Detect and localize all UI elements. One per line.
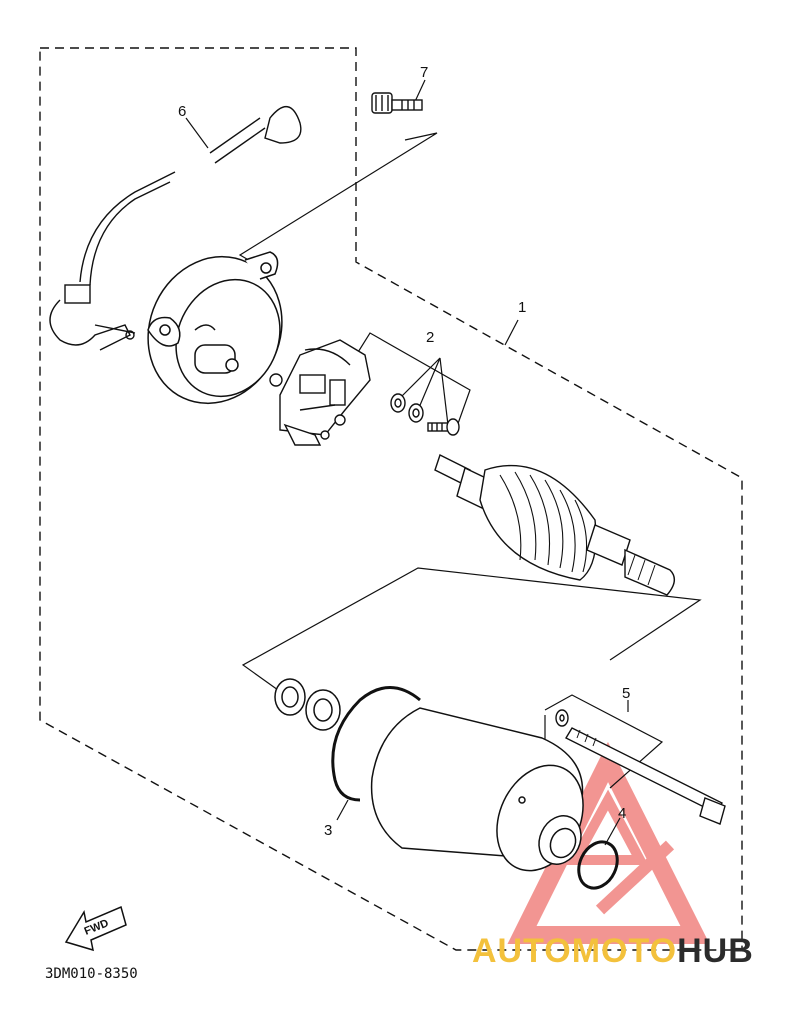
- drawing-code: 3DM010-8350: [45, 966, 138, 982]
- through-bolt-part-5: [555, 709, 726, 825]
- callout-6: 6: [178, 103, 186, 120]
- callout-2: 2: [426, 329, 434, 346]
- lead-wire-part-6: [49, 106, 302, 351]
- brush-holder-hardware: [390, 393, 460, 436]
- shim-washers: [274, 678, 341, 731]
- o-ring-part-3: [331, 686, 421, 802]
- callout-7: 7: [420, 64, 428, 81]
- fwd-arrow-icon: [64, 905, 127, 952]
- callout-3: 3: [324, 822, 332, 839]
- callout-4: 4: [618, 805, 626, 822]
- o-ring-part-4: [577, 840, 619, 890]
- assembly-boundary: [39, 47, 743, 951]
- armature: [434, 454, 675, 596]
- bolt-part-7: [371, 92, 423, 114]
- callout-5: 5: [622, 685, 630, 702]
- brush-holder-part-2: [269, 339, 371, 446]
- watermark-logo: AUTOMOTOHUB: [472, 932, 754, 970]
- callout-1: 1: [518, 299, 526, 316]
- rear-cover: [147, 251, 283, 405]
- yoke-body: [370, 707, 584, 872]
